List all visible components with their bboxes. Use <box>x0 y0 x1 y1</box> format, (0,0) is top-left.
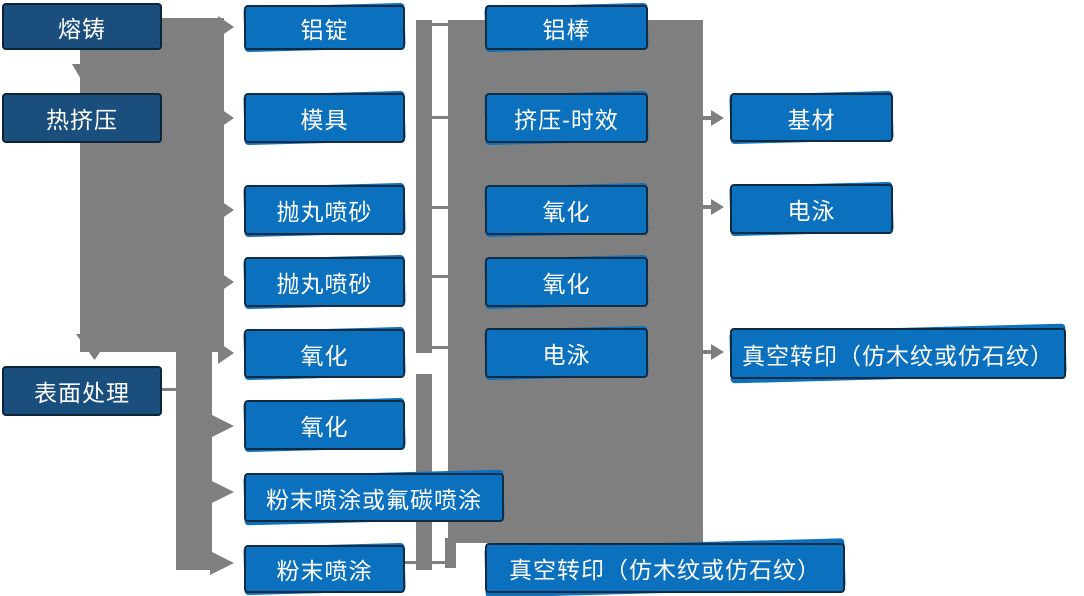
connector-block-foot <box>445 538 456 568</box>
node-electrophoresis-2: 电泳 <box>730 184 893 234</box>
node-label: 氧化 <box>542 199 591 225</box>
node-base-material: 基材 <box>730 93 893 142</box>
connector-surface-treatment-stub <box>162 388 177 391</box>
connector-link-bottom <box>405 561 448 564</box>
node-label: 电泳 <box>787 198 836 224</box>
node-shot-blasting-1: 抛丸喷砂 <box>244 185 405 235</box>
node-aluminum-rod: 铝棒 <box>485 5 648 50</box>
node-powder-or-fluorocarbon: 粉末喷涂或氟碳喷涂 <box>244 473 504 522</box>
node-label: 基材 <box>787 106 836 133</box>
node-label: 铝棒 <box>542 16 591 43</box>
node-label: 熔铸 <box>58 15 106 42</box>
connector-link-row2 <box>432 116 448 119</box>
node-melt-casting: 熔铸 <box>2 3 162 50</box>
connector-link-row5 <box>432 346 448 349</box>
node-hot-extrusion: 热挤压 <box>2 93 162 143</box>
node-label: 氧化 <box>300 342 349 369</box>
node-label: 真空转印（仿木纹或仿石纹） <box>742 342 1054 369</box>
node-label: 粉末喷涂或氟碳喷涂 <box>266 486 482 513</box>
node-label: 表面处理 <box>34 380 130 406</box>
node-label: 粉末喷涂 <box>276 558 373 584</box>
node-oxidation-1: 氧化 <box>244 329 405 378</box>
node-label: 氧化 <box>542 271 591 297</box>
node-label: 模具 <box>300 107 349 133</box>
node-label: 电泳 <box>542 342 591 368</box>
node-electrophoresis-1: 电泳 <box>485 328 648 378</box>
connector-link-row1 <box>432 23 448 26</box>
node-label: 真空转印（仿木纹或仿石纹） <box>509 557 821 583</box>
arrow-stem <box>703 116 712 120</box>
connector-mid-bar-upper <box>416 20 432 353</box>
node-vacuum-transfer-bottom: 真空转印（仿木纹或仿石纹） <box>485 543 845 593</box>
node-label: 抛丸喷砂 <box>276 199 373 225</box>
node-mold: 模具 <box>244 93 405 143</box>
connector-left-branch-bar <box>176 352 212 570</box>
node-extrusion-aging: 挤压-时效 <box>485 93 648 143</box>
node-label: 氧化 <box>300 414 349 440</box>
arrow-stem <box>703 205 712 209</box>
node-label: 热挤压 <box>46 107 118 133</box>
node-label: 挤压-时效 <box>514 107 619 133</box>
node-powder-coating: 粉末喷涂 <box>244 545 405 593</box>
node-oxidation-3: 氧化 <box>485 185 648 235</box>
connector-link-row3 <box>432 206 448 209</box>
arrow-stem <box>703 350 712 354</box>
node-surface-treatment: 表面处理 <box>2 366 162 416</box>
node-label: 铝锭 <box>300 16 349 43</box>
node-shot-blasting-2: 抛丸喷砂 <box>244 257 405 307</box>
node-label: 抛丸喷砂 <box>276 271 373 297</box>
connector-trunk <box>80 18 224 352</box>
node-aluminum-ingot: 铝锭 <box>244 5 405 50</box>
node-oxidation-4: 氧化 <box>485 257 648 307</box>
node-oxidation-2: 氧化 <box>244 400 405 450</box>
connector-link-row4 <box>432 275 448 278</box>
node-vacuum-transfer-right: 真空转印（仿木纹或仿石纹） <box>730 328 1066 379</box>
